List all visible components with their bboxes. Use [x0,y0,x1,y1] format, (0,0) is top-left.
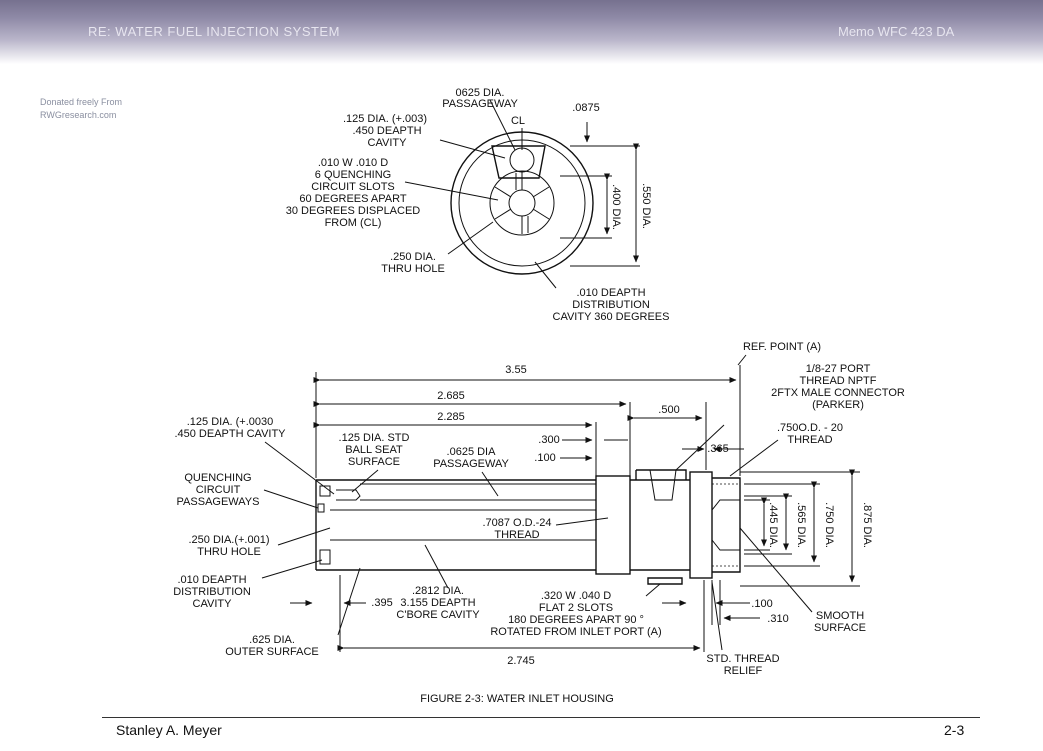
label-passageway-side-2: PASSAGEWAY [433,458,509,470]
label-slots-3: CIRCUIT SLOTS [311,181,395,193]
dim-400-dia: .400 DIA. [610,184,622,230]
label-dist-cavity-side-3: CAVITY [193,598,233,610]
label-outer-2: OUTER SURFACE [225,646,319,658]
label-slots-side-3: 180 DEGREES APART 90 ° [508,614,644,626]
dim-100-b: .100 [751,598,772,610]
label-ball-seat-3: SURFACE [348,456,400,468]
top-cavity [491,145,546,179]
footer-author: Stanley A. Meyer [116,722,222,738]
dim-750-dia: .750 DIA. [823,502,835,548]
label-thru-hole-1: .250 DIA. [390,251,436,263]
quenching-slots [494,172,550,234]
dim-875-dia: .875 DIA. [861,502,873,548]
label-relief-2: RELIEF [724,665,763,677]
label-cbore-1: .2812 DIA. [412,585,464,597]
distribution-cavity-circle [458,139,586,267]
watermark-line-2: RWGresearch.com [40,110,117,120]
footer-page-number: 2-3 [944,722,965,738]
label-slots-2: 6 QUENCHING [315,169,391,181]
label-passageway-2: PASSAGEWAY [442,98,518,110]
label-smooth-2: SURFACE [814,622,866,634]
dim-0875: .0875 [572,102,600,114]
header-band [0,0,1043,64]
label-smooth-1: SMOOTH [816,610,864,622]
label-cbore-3: C'BORE CAVITY [396,609,480,621]
label-thru-hole-2: THRU HOLE [381,263,445,275]
label-relief-1: STD. THREAD [706,653,779,665]
label-quench-2: CIRCUIT [196,484,241,496]
figure-caption: FIGURE 2-3: WATER INLET HOUSING [420,693,614,705]
label-ball-seat-2: BALL SEAT [345,444,403,456]
label-outer-1: .625 DIA. [249,634,295,646]
label-dist-cavity-2: DISTRIBUTION [572,299,650,311]
dim-500: .500 [658,404,679,416]
dim-565-dia: .565 DIA. [795,502,807,548]
dim-3-55: 3.55 [505,364,526,376]
label-thread-7087-1: .7087 O.D.-24 [482,517,551,529]
dim-2-285: 2.285 [437,411,465,423]
label-ref-point: REF. POINT (A) [743,341,821,353]
footer-rule [102,717,980,718]
label-thread-7087-2: THREAD [494,529,539,541]
label-cbore-2: 3.155 DEAPTH [400,597,475,609]
end-view: 0625 DIA. PASSAGEWAY .0875 CL .125 DIA. … [286,87,670,323]
dim-395: .395 [371,597,392,609]
label-cavity-2: .450 DEAPTH [352,125,421,137]
label-thread-750-2: THREAD [787,434,832,446]
dim-310: .310 [767,613,788,625]
label-passageway-side-1: .0625 DIA [447,446,497,458]
dim-445-dia: .445 DIA. [767,502,779,548]
dim-2-745: 2.745 [507,655,535,667]
header-title: RE: WATER FUEL INJECTION SYSTEM [88,24,340,39]
label-slots-4: 60 DEGREES APART [299,193,406,205]
label-cl: CL [511,115,525,127]
label-slots-side-4: ROTATED FROM INLET PORT (A) [490,626,661,638]
label-dist-cavity-side-1: .010 DEAPTH [177,574,246,586]
side-view: REF. POINT (A) 3.55 2.685 2.285 .500 .30… [173,341,905,677]
label-dist-cavity-side-2: DISTRIBUTION [173,586,251,598]
dim-365: .365 [707,443,728,455]
label-cavity-left-1: .125 DIA. (+.0030 [187,416,274,428]
label-slots-side-2: FLAT 2 SLOTS [539,602,613,614]
label-cavity-1: .125 DIA. (+.003) [343,113,427,125]
label-slots-5: 30 DEGREES DISPLACED [286,205,421,217]
label-slots-side-1: .320 W .040 D [541,590,611,602]
passageway-circle [509,147,535,173]
label-port-1: 1/8-27 PORT [806,363,871,375]
outer-circle [450,131,594,275]
label-quench-3: PASSAGEWAYS [177,496,260,508]
dim-300: .300 [538,434,559,446]
label-slots-6: FROM (CL) [325,217,382,229]
label-quench-1: QUENCHING [184,472,251,484]
dim-2-685: 2.685 [437,390,465,402]
dim-100-a: .100 [534,452,555,464]
label-port-4: (PARKER) [812,399,864,411]
housing-outline [315,469,741,585]
watermark-line-1: Donated freely From [40,97,123,107]
label-cavity-left-2: .450 DEAPTH CAVITY [174,428,286,440]
label-thru-hole-side-1: .250 DIA.(+.001) [188,534,269,546]
label-port-3: 2FTX MALE CONNECTOR [771,387,905,399]
label-slots-1: .010 W .010 D [318,157,388,169]
label-ball-seat-1: .125 DIA. STD [339,432,410,444]
label-passageway-1: 0625 DIA. [456,87,505,99]
label-dist-cavity-1: .010 DEAPTH [576,287,645,299]
thru-hole-circle [508,189,536,217]
slot-circle [489,170,555,236]
label-port-2: THREAD NPTF [800,375,877,387]
dim-550-dia: .550 DIA. [640,183,652,229]
header-memo: Memo WFC 423 DA [838,24,955,39]
label-cavity-3: CAVITY [368,137,408,149]
label-dist-cavity-3: CAVITY 360 DEGREES [553,311,670,323]
label-thru-hole-side-2: THRU HOLE [197,546,261,558]
label-thread-750-1: .750O.D. - 20 [777,422,843,434]
